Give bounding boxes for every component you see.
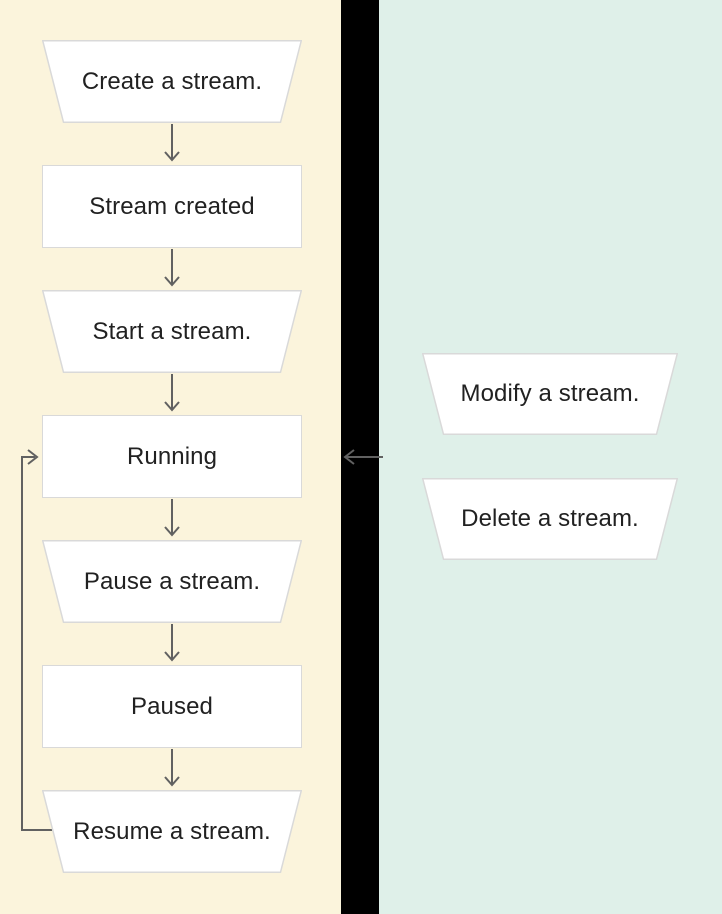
node-modify-a-stream: Modify a stream. [422,353,678,435]
node-label: Create a stream. [81,67,263,95]
trapezoid-shape [422,353,678,435]
node-label: Start a stream. [92,317,252,345]
node-start-a-stream: Start a stream. [42,290,302,373]
node-pause-a-stream: Pause a stream. [42,540,302,623]
trapezoid-shape [42,290,302,373]
trapezoid-shape [422,478,678,560]
node-label: Pause a stream. [83,567,261,595]
node-resume-a-stream: Resume a stream. [42,790,302,873]
trapezoid-shape [42,540,302,623]
node-delete-a-stream: Delete a stream. [422,478,678,560]
node-label: Resume a stream. [73,817,271,845]
node-paused: Paused [42,665,302,748]
trapezoid-shape [42,40,302,123]
node-label: Modify a stream. [460,380,640,407]
trapezoid-shape [42,790,302,873]
node-create-a-stream: Create a stream. [42,40,302,123]
node-stream-created: Stream created [42,165,302,248]
panel-divider [341,0,379,914]
node-label: Paused [131,692,213,720]
node-label: Delete a stream. [461,505,639,532]
node-label: Running [126,442,218,470]
right-panel [379,0,722,914]
node-running: Running [42,415,302,498]
node-label: Stream created [89,192,255,220]
